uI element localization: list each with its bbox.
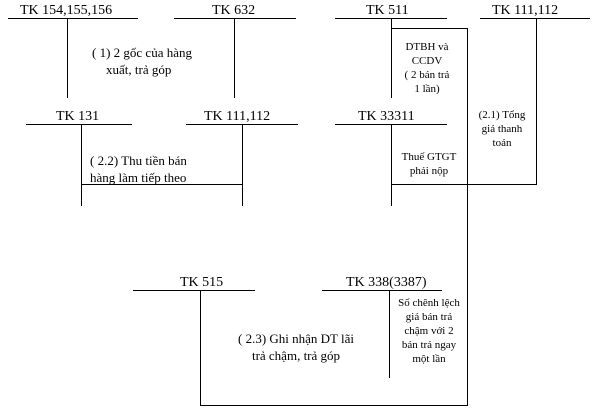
tk515-stem	[200, 290, 201, 406]
tk511-stem	[391, 18, 392, 98]
account-tk511-label: TK 511	[366, 3, 409, 18]
account-tk515-label: TK 515	[180, 275, 224, 290]
flow-511-right	[391, 28, 468, 29]
tk111-top-stem	[536, 18, 537, 184]
account-tk131-label: TK 131	[56, 109, 100, 124]
tk632-top-bar	[174, 18, 296, 19]
vat-note: Thuế GTGT phải nộp	[394, 150, 464, 178]
chenh-lech-line-3: chậm với 2	[404, 325, 454, 337]
entry-2-1-line-1: (2.1) Tổng	[478, 109, 526, 121]
entry-2-1-line-3: toán	[492, 137, 512, 149]
dtbh-note: DTBH và CCDV ( 2 bán trả 1 lần)	[396, 40, 458, 96]
chenh-lech-line-5: một lần	[412, 353, 446, 365]
account-tk338-label: TK 338(3387)	[346, 275, 427, 290]
entry-2-1-line-2: giá thanh	[481, 123, 523, 135]
chenh-lech-line-4: bán trả ngay	[401, 339, 457, 351]
entry-2-3-line-1: ( 2.3) Ghi nhận DT lãi	[237, 331, 355, 346]
vat-line-2: phải nộp	[409, 165, 449, 177]
tk111-mid-stem	[242, 124, 243, 206]
tk338-top-bar	[322, 290, 442, 291]
dtbh-line-2: CCDV	[411, 55, 443, 67]
tk154-stem	[67, 18, 68, 98]
dtbh-line-1: DTBH và	[405, 41, 449, 53]
tk33311-stem	[391, 124, 392, 206]
account-tk632-label: TK 632	[212, 3, 256, 18]
entry-2-3-note: ( 2.3) Ghi nhận DT lãi trả chậm, trả góp	[206, 330, 386, 364]
tk154-top-bar	[8, 18, 138, 19]
entry-2-1-note: (2.1) Tổng giá thanh toán	[469, 108, 535, 150]
account-tk111-mid-label: TK 111,112	[204, 109, 271, 124]
entry-1-line-2: xuất, trả góp	[106, 62, 172, 77]
tk111-top-bar	[480, 18, 590, 19]
account-tk154-label: TK 154,155,156	[20, 3, 113, 18]
tk515-top-bar	[133, 290, 255, 291]
entry-2-2-note: ( 2.2) Thu tiền bán hàng làm tiếp theo	[90, 152, 187, 186]
entry-2-3-line-2: trả chậm, trả góp	[251, 348, 341, 363]
entry-1-note: ( 1) 2 gốc của hàng xuất, trả góp	[92, 44, 192, 78]
dtbh-line-4: 1 lần)	[414, 83, 440, 95]
tk338-stem	[389, 290, 390, 378]
chenh-lech-line-2: giá bán trả	[405, 311, 453, 323]
account-tk111-top-label: TK 111,112	[492, 3, 559, 18]
tk131-stem	[81, 124, 82, 206]
dtbh-line-3: ( 2 bán trả	[404, 69, 450, 81]
flow-main-vertical	[467, 28, 468, 406]
tk632-stem	[234, 18, 235, 98]
entry-2-2-line-2: hàng làm tiếp theo	[90, 170, 187, 185]
entry-2-2-line-1: ( 2.2) Thu tiền bán	[90, 153, 187, 168]
flow-to-tk111	[467, 184, 537, 185]
tk131-top-bar	[26, 124, 132, 125]
account-tk33311-label: TK 33311	[358, 109, 415, 124]
flow-bottom	[200, 405, 468, 406]
chenh-lech-line-1: Số chênh lệch	[398, 297, 460, 309]
flow-131-111	[81, 184, 243, 185]
entry-1-line-1: ( 1) 2 gốc của hàng	[92, 45, 192, 60]
vat-line-1: Thuế GTGT	[401, 151, 457, 163]
flow-33311	[391, 184, 468, 185]
chenh-lech-note: Số chênh lệch giá bán trả chậm với 2 bán…	[391, 296, 467, 366]
